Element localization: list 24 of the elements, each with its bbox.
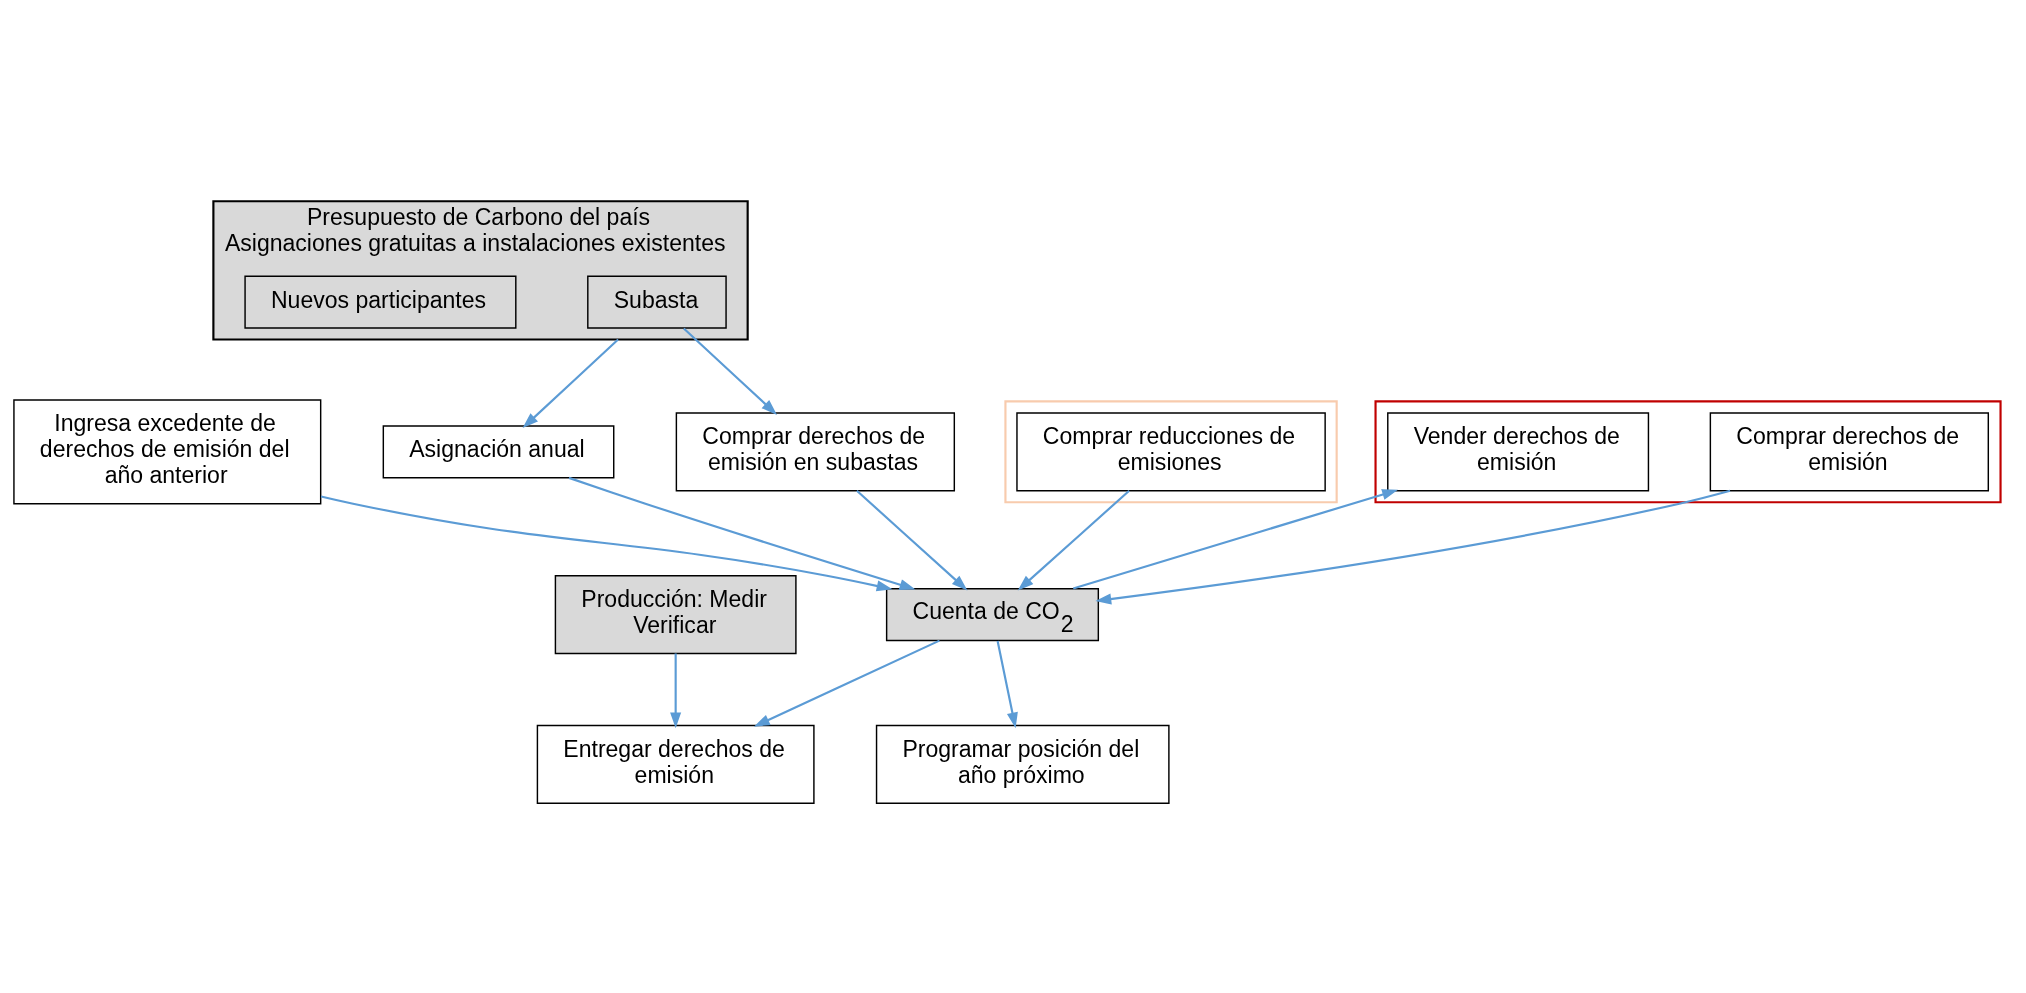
node-box: Entregar derechos de emisión xyxy=(536,724,815,804)
arrow xyxy=(522,338,619,429)
node-box: Comprar derechos de emisión xyxy=(1709,412,1989,492)
node-box: Asignación anual xyxy=(382,425,615,479)
arrow xyxy=(856,489,968,591)
node-box: Subasta xyxy=(587,275,727,329)
arrow xyxy=(1017,489,1130,591)
node-box: Producción: Medir Verificar xyxy=(554,575,797,655)
node-box: Comprar derechos de emisión en subastas xyxy=(675,412,956,492)
node-box: Programar posición del año próximo xyxy=(875,724,1170,804)
cluster xyxy=(1004,400,1338,504)
node-box: Ingresa excedente de derechos de emisión del año anterior xyxy=(13,399,322,505)
arrow xyxy=(996,640,1018,729)
node-box: Nuevos participantes xyxy=(244,275,517,329)
node-box: Vender derechos de emisión xyxy=(1387,412,1650,492)
arrow xyxy=(683,327,778,415)
arrow xyxy=(568,476,916,591)
arrow xyxy=(1095,489,1731,605)
arrow xyxy=(670,653,682,729)
arrow xyxy=(1072,489,1398,590)
cluster xyxy=(1374,400,2002,504)
arrow xyxy=(753,639,940,727)
arrow xyxy=(320,495,893,592)
node-box: Comprar reducciones de emisiones xyxy=(1016,412,1326,492)
